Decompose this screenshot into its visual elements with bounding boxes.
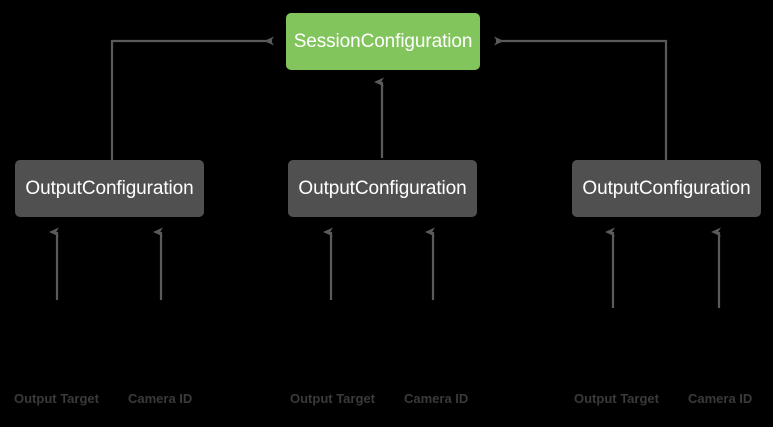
node-output-configuration-3-label: OutputConfiguration <box>582 177 751 199</box>
node-output-configuration-2[interactable]: OutputConfiguration <box>288 160 477 217</box>
field-label-output-target-1: Output Target <box>14 391 99 406</box>
field-label-output-target-2: Output Target <box>290 391 375 406</box>
field-label-camera-id-3: Camera ID <box>688 391 753 406</box>
connector-output1-to-session <box>110 36 274 160</box>
node-session-configuration[interactable]: SessionConfiguration <box>286 13 480 70</box>
field-label-camera-id-1: Camera ID <box>128 391 193 406</box>
node-session-configuration-label: SessionConfiguration <box>293 30 473 52</box>
connector-field-arrows-group-3 <box>605 227 721 308</box>
node-output-configuration-1[interactable]: OutputConfiguration <box>15 160 204 217</box>
node-output-configuration-3[interactable]: OutputConfiguration <box>572 160 761 217</box>
field-label-camera-id-2: Camera ID <box>404 391 469 406</box>
connector-output3-to-session <box>494 36 668 160</box>
node-output-configuration-2-label: OutputConfiguration <box>298 177 467 199</box>
connector-field-arrows-group-1 <box>49 227 163 300</box>
field-label-output-target-3: Output Target <box>574 391 659 406</box>
node-output-configuration-1-label: OutputConfiguration <box>25 177 194 199</box>
connector-field-arrows-group-2 <box>323 227 435 300</box>
